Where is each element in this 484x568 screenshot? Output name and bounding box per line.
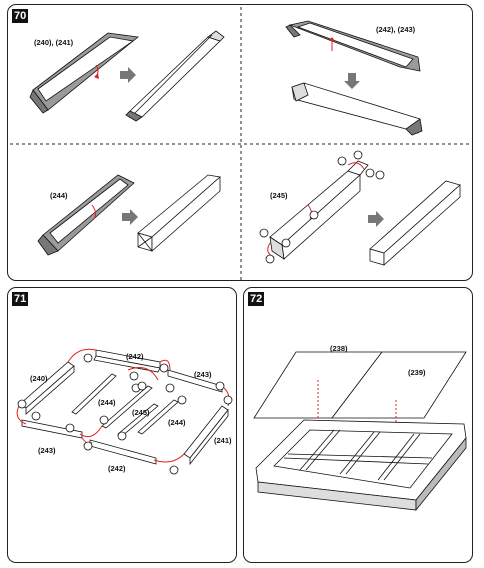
q1-folded-beam [125,30,225,122]
label-243-top: (243) [194,370,212,379]
step-71-illustration [16,348,233,475]
label-241: (241) [214,436,232,445]
step-70-badge: 70 [12,9,29,23]
q4-folding-beam [267,160,369,260]
q1-label: (240), (241) [34,38,74,47]
q3-folding-strip [37,174,135,256]
step-70-panel: 70 [7,4,473,281]
q4-callouts [259,150,385,264]
q2-label: (242), (243) [376,25,416,34]
q1-folding-strip [29,32,139,114]
label-242-bottom: (242) [108,464,126,473]
sheet-239 [331,351,467,419]
q2-arrow-icon [344,73,360,89]
label-239: (239) [408,368,426,377]
q2-folded-beam [291,82,423,136]
step-71-badge: 71 [12,292,29,306]
step-72-panel: 72 (238) (239) [243,287,473,563]
q3-label: (244) [50,191,68,200]
label-245: (245) [132,408,150,417]
step-71-panel: 71 [7,287,237,563]
q3-arrow-icon [122,209,138,225]
step-71-beams [19,349,229,466]
label-238: (238) [330,344,348,353]
label-244-right: (244) [168,418,186,427]
q1-arrow-icon [120,67,136,83]
step-72-badge: 72 [248,292,265,306]
step-70-illustration [10,7,472,280]
q4-arrow-icon [368,211,384,227]
label-243-bottom: (243) [38,446,56,455]
step-72-illustration [253,351,467,512]
step-71-callouts [17,353,233,475]
label-240: (240) [30,374,48,383]
label-244-left: (244) [98,398,116,407]
q4-finished-beam [369,180,461,266]
q2-folding-strip [285,20,421,72]
q4-label: (245) [270,191,288,200]
label-242-top: (242) [126,352,144,361]
frame-base [255,419,467,512]
q3-box-beam [137,174,221,252]
